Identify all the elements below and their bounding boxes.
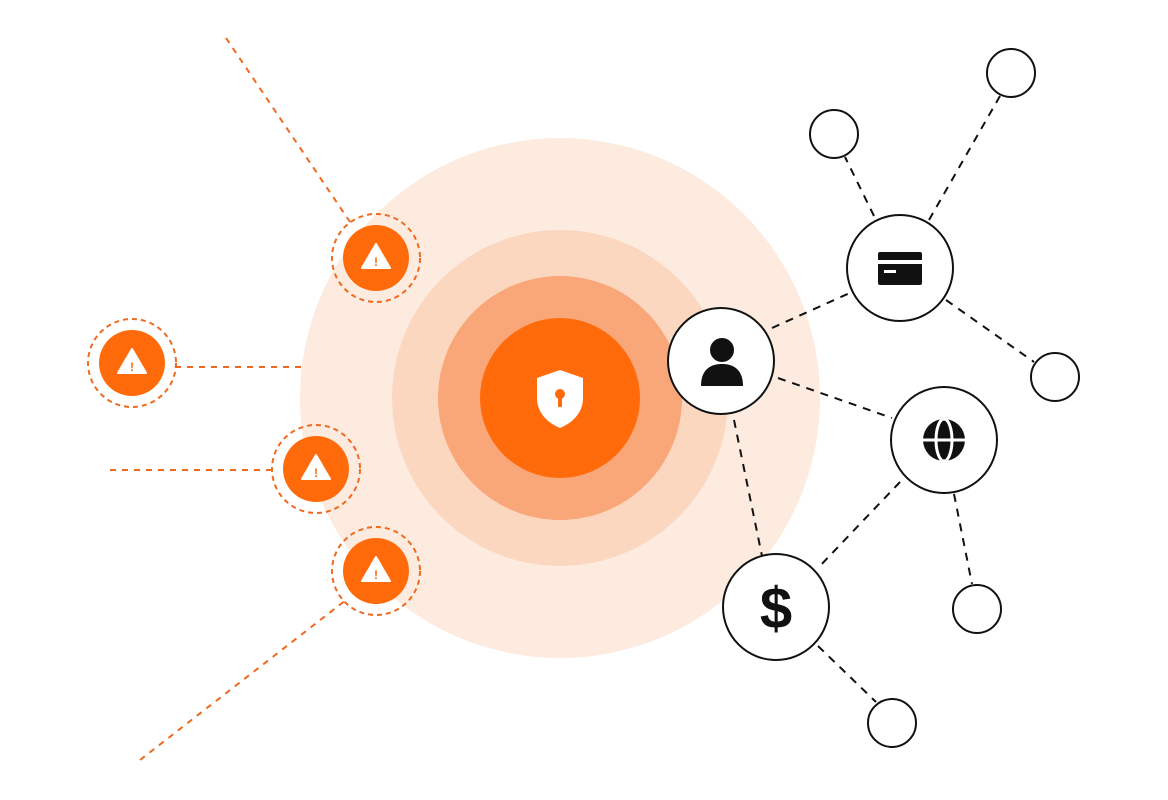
globe-node[interactable] [890,386,998,494]
threat-mark: ! [314,466,318,480]
leaf-node-top[interactable] [809,109,859,159]
leaf-node-bottom[interactable] [867,698,917,748]
threat-mark: ! [374,255,378,269]
threat-ring [271,424,361,514]
card-node[interactable] [846,214,954,322]
leaf-node-right[interactable] [1030,352,1080,402]
shield-keyhole-icon [537,370,583,428]
leaf-node-topright[interactable] [986,48,1036,98]
threat-mark: ! [374,568,378,582]
link-card-leaf-topright [928,95,1001,221]
dollar-icon: $ [760,576,792,641]
threat-link-1 [225,37,351,223]
threat-ring [331,526,421,616]
link-globe-leaf [953,493,973,585]
link-card-leaf-top [844,156,875,217]
threat-node-1[interactable]: ! [331,213,421,303]
warning-triangle-icon [361,556,391,582]
threat-node-2[interactable]: ! [87,318,177,408]
leaf-nodes [809,48,1080,748]
user-icon [701,338,743,386]
link-dollar-leaf [817,645,877,703]
globe-icon [923,417,965,463]
threat-links [110,37,351,761]
link-user-globe [777,377,893,419]
link-card-leaf-right [945,299,1035,363]
threat-node-3[interactable]: ! [271,424,361,514]
center-shield-node[interactable] [480,318,640,478]
leaf-node-lowright[interactable] [952,584,1002,634]
payment-card-icon [878,252,922,285]
user-node[interactable] [667,307,775,415]
dollar-node-circle [722,553,830,661]
threat-mark: ! [130,360,134,374]
warning-triangle-icon [361,243,391,269]
warning-triangle-icon [301,454,331,480]
warning-triangle-icon [117,348,147,374]
threat-link-4 [139,599,347,761]
threat-node-4[interactable]: ! [331,526,421,616]
link-globe-dollar [817,481,901,569]
dollar-node[interactable]: $ [722,553,830,661]
network-links [733,95,1035,703]
threat-ring [331,213,421,303]
threat-ring [87,318,177,408]
